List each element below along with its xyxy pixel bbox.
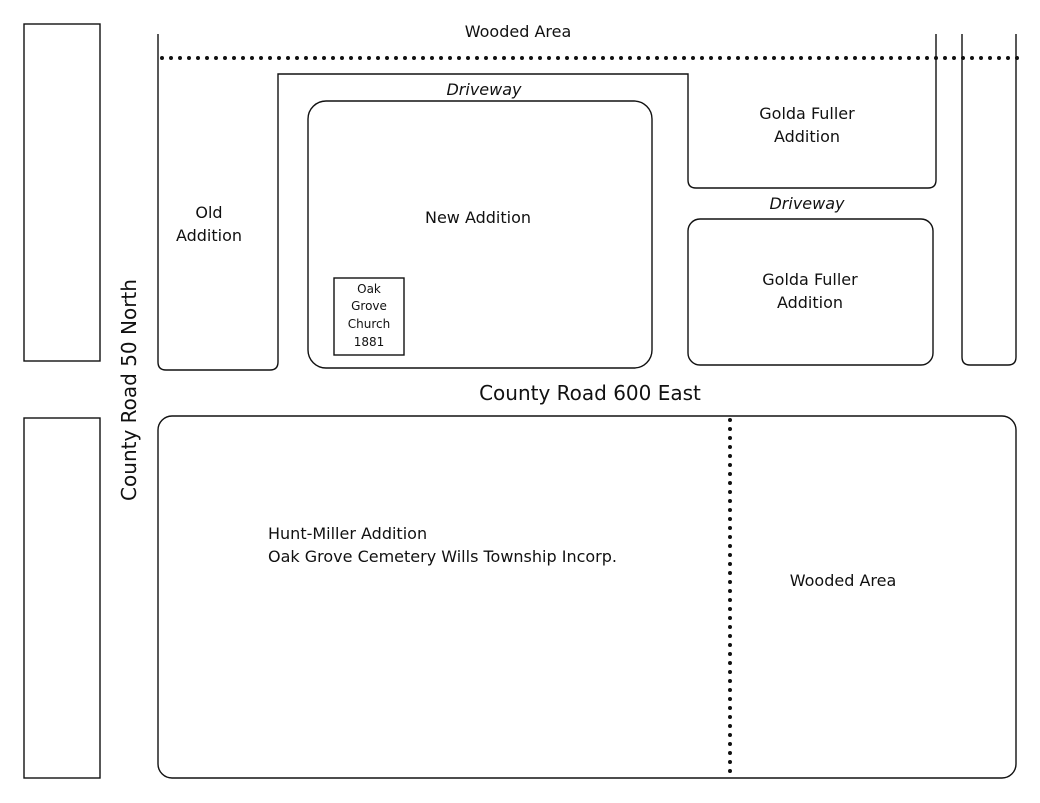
church-label-line3: Church bbox=[348, 317, 390, 331]
church-label-line2: Grove bbox=[351, 299, 387, 313]
wooded-area-lower-label: Wooded Area bbox=[790, 571, 897, 590]
hunt-miller-label-line2: Oak Grove Cemetery Wills Township Incorp… bbox=[268, 547, 617, 566]
right-strip-upper bbox=[961, 34, 1017, 366]
hunt-miller-label-line1: Hunt-Miller Addition bbox=[268, 524, 427, 543]
driveway-right-label: Driveway bbox=[769, 194, 845, 213]
church-label-line1: Oak bbox=[357, 282, 381, 296]
left-strip-upper bbox=[23, 23, 101, 362]
left-strip-lower bbox=[23, 417, 101, 779]
new-addition-label: New Addition bbox=[425, 208, 531, 227]
golda-fuller-upper-label-line1: Golda Fuller bbox=[759, 104, 855, 123]
old-addition-label-line1: Old bbox=[195, 203, 222, 222]
county-road-50-north-label: County Road 50 North bbox=[117, 279, 141, 501]
church-label-line4: 1881 bbox=[354, 335, 385, 349]
driveway-top-label: Driveway bbox=[446, 80, 522, 99]
county-road-600-east-label: County Road 600 East bbox=[479, 381, 701, 405]
golda-fuller-lower-plot bbox=[687, 218, 934, 366]
golda-fuller-lower-label-line1: Golda Fuller bbox=[762, 270, 858, 289]
wooded-area-top-label: Wooded Area bbox=[465, 22, 572, 41]
hunt-miller-addition-plot bbox=[157, 415, 1017, 779]
oak-grove-church bbox=[333, 277, 405, 356]
old-addition-plot bbox=[157, 34, 937, 371]
golda-fuller-lower-label-line2: Addition bbox=[777, 293, 843, 312]
old-addition-label-line2: Addition bbox=[176, 226, 242, 245]
golda-fuller-upper-label-line2: Addition bbox=[774, 127, 840, 146]
